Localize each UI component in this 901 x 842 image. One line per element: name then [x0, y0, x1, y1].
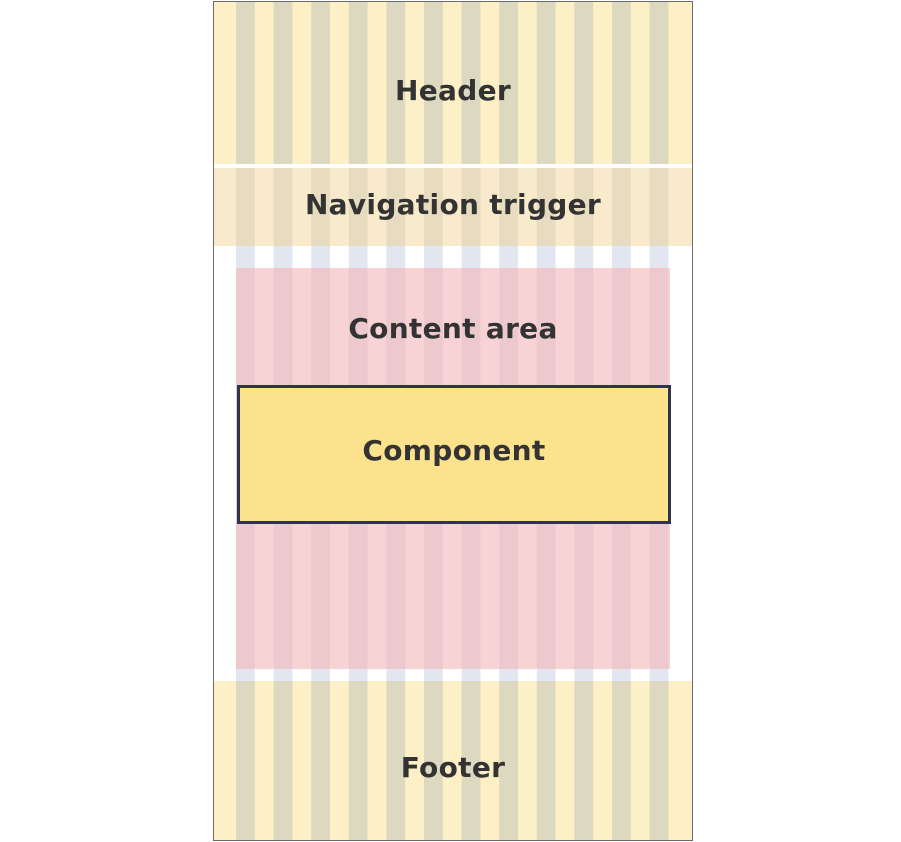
grid-column	[461, 2, 481, 164]
grid-column	[348, 246, 368, 268]
grid-column	[386, 681, 406, 840]
component-box: Component	[237, 385, 671, 524]
grid-column	[386, 669, 406, 681]
grid-column-group	[236, 246, 669, 268]
grid-column	[311, 168, 330, 246]
grid-column-group	[236, 2, 669, 164]
content-area-label: Content area	[348, 312, 558, 345]
grid-column	[536, 2, 556, 164]
navigation-trigger-label: Navigation trigger	[304, 188, 602, 221]
grid-column	[348, 681, 368, 840]
grid-column	[536, 246, 556, 268]
header-label: Header	[395, 74, 511, 107]
grid-column	[536, 681, 556, 840]
grid-column	[311, 2, 330, 164]
grid-column	[574, 681, 594, 840]
component-label: Component	[362, 434, 546, 467]
grid-column	[311, 669, 330, 681]
grid-columns	[236, 2, 669, 164]
grid-column	[536, 669, 556, 681]
grid-column	[461, 681, 481, 840]
grid-column	[499, 246, 518, 268]
top-gutter-strip	[214, 246, 692, 268]
grid-column	[574, 2, 594, 164]
grid-column	[273, 669, 293, 681]
grid-column	[386, 246, 406, 268]
grid-column	[499, 681, 518, 840]
grid-column	[273, 681, 293, 840]
grid-column	[236, 2, 255, 164]
grid-column	[649, 168, 669, 246]
grid-columns	[236, 669, 669, 681]
grid-column	[499, 669, 518, 681]
grid-columns	[236, 168, 669, 246]
grid-column	[612, 681, 631, 840]
grid-column	[649, 681, 669, 840]
grid-column	[311, 681, 330, 840]
grid-column	[424, 168, 443, 246]
grid-column	[236, 681, 255, 840]
grid-columns	[236, 246, 669, 268]
grid-column	[461, 669, 481, 681]
grid-column-group	[236, 268, 669, 669]
grid-column	[499, 168, 518, 246]
grid-column-group	[236, 681, 669, 840]
grid-column	[348, 2, 368, 164]
grid-column	[612, 2, 631, 164]
grid-column	[424, 246, 443, 268]
grid-column-group	[236, 669, 669, 681]
grid-column	[348, 168, 368, 246]
grid-column	[574, 168, 594, 246]
grid-column	[236, 669, 255, 681]
navigation-trigger-region: Navigation trigger	[214, 168, 692, 246]
grid-column-group	[236, 168, 669, 246]
grid-column	[424, 2, 443, 164]
header-region: Header	[214, 2, 692, 164]
grid-column	[574, 669, 594, 681]
grid-column	[461, 168, 481, 246]
grid-column	[236, 168, 255, 246]
grid-column	[649, 669, 669, 681]
grid-column	[273, 246, 293, 268]
footer-region: Footer	[214, 681, 692, 840]
grid-column	[574, 246, 594, 268]
grid-column	[461, 246, 481, 268]
grid-column	[612, 168, 631, 246]
grid-column	[612, 669, 631, 681]
grid-column	[386, 2, 406, 164]
grid-column	[273, 168, 293, 246]
grid-column	[612, 246, 631, 268]
grid-column	[236, 246, 255, 268]
grid-column	[536, 168, 556, 246]
grid-column	[273, 2, 293, 164]
grid-column	[424, 681, 443, 840]
grid-column	[649, 246, 669, 268]
grid-columns	[236, 681, 669, 840]
grid-column	[649, 2, 669, 164]
grid-column	[386, 168, 406, 246]
grid-column	[348, 669, 368, 681]
bottom-gutter-strip	[214, 669, 692, 681]
grid-column	[424, 669, 443, 681]
grid-column	[499, 2, 518, 164]
footer-label: Footer	[400, 751, 506, 784]
grid-column	[311, 246, 330, 268]
grid-columns	[236, 268, 669, 669]
